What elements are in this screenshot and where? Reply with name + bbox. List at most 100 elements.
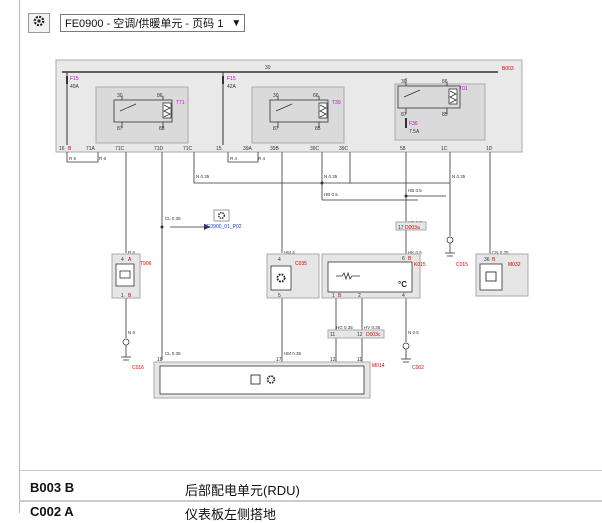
- splice-pin: 11: [330, 332, 335, 338]
- rdu-pin: 39A: [243, 146, 253, 152]
- component-m014: 18 17 12 11 M014: [153, 357, 385, 399]
- component-m032: 36 B M032: [475, 253, 529, 297]
- page-select[interactable]: FE0900 - 空调/供暖单元 - 页码 1 ▼: [60, 14, 246, 32]
- rdu-pin: 15: [216, 146, 222, 152]
- relay-pin: 88: [159, 126, 165, 132]
- ground-id: C015: [456, 262, 468, 268]
- fuse-rating: 7.5A: [409, 129, 420, 135]
- component-id: C035: [295, 261, 307, 267]
- legend-description: 后部配电单元(RDU): [185, 483, 300, 498]
- fuse-id: F15: [227, 76, 236, 82]
- wire-labels: R 6 R 6 R 6 N 0.35 R 4 R 4 N 0.35 N 0.35…: [69, 156, 509, 356]
- fuse-id: F36: [409, 121, 418, 127]
- relay-pin: 87: [273, 126, 279, 132]
- ground-c002: C002: [401, 342, 424, 371]
- component-pin: 1: [121, 293, 124, 299]
- chevron-down-icon: ▼: [231, 17, 242, 29]
- wire-label: HB 0.5: [324, 192, 338, 197]
- rdu-pin: 16: [59, 146, 65, 152]
- relay-pin: 66: [313, 93, 319, 99]
- legend-divider: [19, 470, 602, 471]
- legend-description: 仪表板左侧搭地: [185, 507, 277, 522]
- ground-id: C002: [412, 365, 424, 371]
- component-pin: 36: [484, 257, 490, 263]
- splice-pin: 12: [357, 332, 363, 338]
- rdu-pin: 39C: [339, 146, 349, 152]
- rdu-pin: 71C: [115, 146, 125, 152]
- component-pin: A: [128, 257, 132, 263]
- rdu-pin: 71A: [86, 146, 96, 152]
- rdu-pin-labels: 16 B 71A 71C 71D 71C 15 39A 39B 39C 39C …: [59, 146, 493, 152]
- rdu-pin: 71D: [154, 146, 164, 152]
- component-id: K015: [414, 262, 426, 268]
- relay-pin: 86: [442, 79, 448, 85]
- rdu-pin: 1C: [441, 146, 448, 152]
- component-k015: °C 6 B 1 B 2 4 K015: [321, 253, 426, 299]
- component-pin: 17: [276, 357, 282, 363]
- page-select-value: FE0900 - 空调/供暖单元 - 页码 1: [65, 18, 224, 30]
- legend-divider: [19, 500, 602, 502]
- legend-code: B003 B: [30, 480, 75, 495]
- splice-id: D003c: [366, 332, 381, 338]
- relay-t39: 30 66 87 85 T39: [269, 93, 341, 132]
- component-pin: 4: [402, 293, 405, 299]
- splice-d003c: 11 12 D003c: [327, 329, 385, 339]
- relay-id: T01: [459, 86, 468, 92]
- ground-id: C016: [132, 365, 144, 371]
- relay-pin: 30: [401, 79, 407, 85]
- toolbar: FE0900 - 空调/供暖单元 - 页码 1 ▼: [28, 12, 246, 34]
- rdu-pin: 39C: [310, 146, 320, 152]
- fuse-rating: 42A: [227, 84, 237, 90]
- relay-pin: 30: [273, 93, 279, 99]
- rdu-pin: 58: [400, 146, 406, 152]
- settings-button[interactable]: [28, 13, 50, 33]
- component-pin: 5: [278, 293, 281, 299]
- wires: [66, 152, 491, 362]
- rdu-pin: 39B: [270, 146, 280, 152]
- component-pin: 4: [121, 257, 124, 263]
- rdu-id: B003: [502, 66, 514, 72]
- wiring-diagram: 30 B003 F15 40A F15 42A F36 7.5A 30 86 8…: [55, 59, 529, 399]
- wire-label: N 0.35: [196, 174, 210, 179]
- component-pin: 4: [278, 257, 281, 263]
- wire-label: HG 0.35: [336, 325, 353, 330]
- fuse-id: F15: [70, 76, 79, 82]
- wire-label: CN 0.35: [492, 250, 509, 255]
- ground-c015: C015: [445, 236, 468, 268]
- relay-pin: 87: [401, 112, 407, 118]
- wire-label: N 6: [128, 330, 136, 335]
- rdu-pin: 1D: [486, 146, 493, 152]
- wire-label: R 6: [69, 156, 77, 161]
- rdu-bus-label: 30: [265, 65, 271, 71]
- component-c035: 4 5 C035: [266, 253, 320, 299]
- page-frame-left: [19, 0, 20, 513]
- component-pin: B: [492, 257, 496, 263]
- wire-label: R 6: [128, 250, 136, 255]
- fuse-rating: 40A: [70, 84, 80, 90]
- wire-label: CL 0.35: [165, 351, 181, 356]
- relay-pin: 85: [442, 112, 448, 118]
- wire-label: HV 0.35: [364, 325, 381, 330]
- component-id: T906: [140, 261, 152, 267]
- component-id: M014: [372, 363, 385, 369]
- wire-label: HB 0.5: [408, 188, 422, 193]
- page-reference-link[interactable]: FE0900_01_P02: [204, 224, 242, 230]
- page-reference: FE0900_01_P02: [204, 209, 242, 230]
- svg-text:°C: °C: [398, 280, 407, 289]
- component-pin: B: [128, 293, 132, 299]
- component-pin: B: [338, 293, 342, 299]
- wire-label: CL 0.35: [165, 216, 181, 221]
- relay-id: T39: [332, 100, 341, 106]
- rdu-pin: B: [68, 146, 72, 152]
- relay-pin: 87: [117, 126, 123, 132]
- splice-pin: 17: [398, 225, 404, 231]
- wire-label: HM 0.35: [284, 351, 302, 356]
- wire-label: HM 4: [284, 250, 295, 255]
- splice-id: D003a: [405, 225, 420, 231]
- component-pin: 1: [332, 293, 335, 299]
- component-pin: 18: [157, 357, 163, 363]
- component-pin: 2: [358, 293, 361, 299]
- wire-label: R 4: [258, 156, 266, 161]
- fuses: F15 40A F15 42A F36 7.5A: [66, 72, 420, 145]
- rdu-box: 30 B003: [55, 59, 523, 153]
